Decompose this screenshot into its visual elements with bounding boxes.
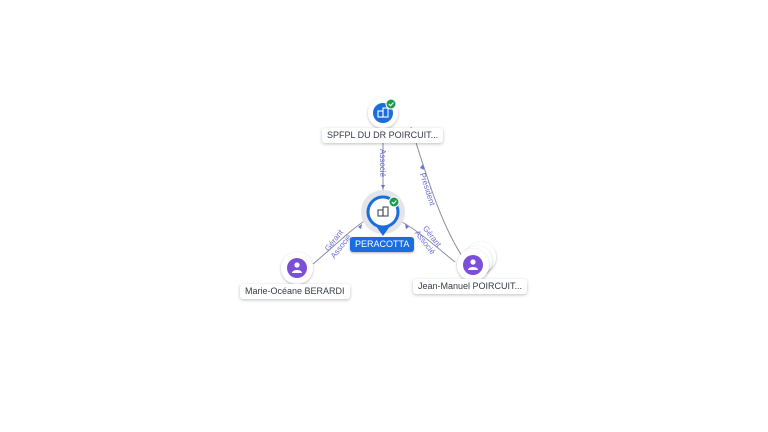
edge-label-president: Président [418, 172, 437, 208]
verified-badge-icon [388, 196, 400, 208]
node-center-company[interactable] [361, 190, 405, 236]
edge-label-associe-top: Associé [378, 149, 387, 178]
arrow-marker [405, 224, 409, 229]
person-icon [292, 262, 302, 273]
building-icon [377, 206, 389, 217]
node-label-right[interactable]: Jean-Manuel POIRCUIT... [413, 279, 528, 294]
arrow-marker [381, 185, 385, 189]
edge-right-center [401, 221, 456, 263]
arrow-marker [358, 224, 362, 229]
node-top-company[interactable] [368, 98, 398, 128]
node-left-person[interactable] [281, 252, 313, 284]
node-right-person[interactable] [457, 242, 496, 281]
arrow-marker [420, 164, 424, 170]
node-label-top[interactable]: SPFPL DU DR POIRCUIT... [322, 128, 444, 143]
building-icon [377, 107, 389, 118]
edge-left-center [312, 219, 367, 265]
node-label-left[interactable]: Marie-Océane BERARDI [240, 284, 350, 299]
verified-badge-icon [385, 98, 397, 110]
node-label-center[interactable]: PERACOTTA [350, 237, 415, 252]
person-icon [468, 259, 478, 270]
